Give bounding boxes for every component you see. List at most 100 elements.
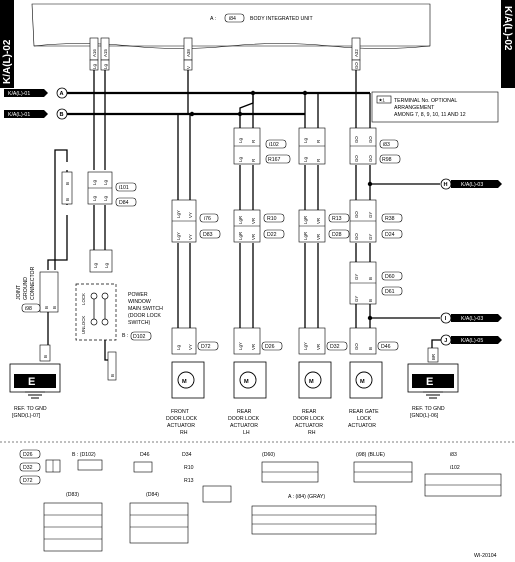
svg-text:[GND(L)-06]: [GND(L)-06] [410,413,439,419]
actuator-rear-gate: GO B D46 M REAR GATE LOCK ACTUATOR [348,327,399,429]
svg-text:GO: GO [354,211,359,218]
svg-text:V: V [186,66,191,69]
legend-d26-d32-d72: D26 D32 D72 [19,449,61,485]
svg-text:M: M [360,379,365,385]
legend-d46: D46 [133,452,153,473]
svg-text:H: H [444,182,448,188]
svg-text:LOCK: LOCK [81,293,86,305]
svg-text:LH: LH [243,430,250,436]
left-side-tab: K/A(L)-02 [0,0,14,88]
svg-text:LgY: LgY [176,210,181,218]
svg-text:K/A(L)-03: K/A(L)-03 [461,316,483,322]
svg-text:D61: D61 [385,289,395,295]
svg-text:LgY: LgY [176,232,181,240]
outgoing-j: J K/A(L)-05 [431,334,502,360]
svg-text:K/A(L)-01: K/A(L)-01 [8,112,30,118]
svg-text:GY: GY [368,234,373,240]
svg-text:Lg: Lg [93,263,98,268]
connector-i102: Lg R Lg R i102 R167 [233,127,291,165]
svg-text:D26: D26 [265,344,275,350]
svg-text:VY: VY [188,212,193,218]
svg-text:D28: D28 [332,232,342,238]
svg-text:(D83): (D83) [66,492,79,498]
svg-text:R10: R10 [267,216,277,222]
svg-text:ACTUATOR: ACTUATOR [230,423,258,429]
svg-text:GO: GO [354,155,359,162]
svg-text:DOOR LOCK: DOOR LOCK [228,416,260,422]
svg-text:GO: GO [368,136,373,143]
svg-text:(D60): (D60) [262,452,275,458]
svg-text:VR: VR [316,234,321,240]
svg-text:i102: i102 [269,142,279,148]
svg-text:R: R [316,140,321,143]
svg-text:VY: VY [188,234,193,240]
svg-text:i101: i101 [119,185,129,191]
svg-text:K/A(L)-01: K/A(L)-01 [8,91,30,97]
legend-d34: D34 R10 R13 [182,452,232,503]
svg-text:RH: RH [180,430,188,436]
svg-text:B :: B : [122,333,128,339]
svg-text:★1: ★1 [379,98,386,103]
svg-text:B: B [52,306,57,309]
svg-text:VR: VR [316,344,321,350]
bus-wires [67,90,370,117]
svg-text:D24: D24 [385,232,395,238]
svg-text:A15: A15 [103,49,108,57]
svg-text:AMONG 7, 8, 9, 10, 11 AND 12: AMONG 7, 8, 9, 10, 11 AND 12 [394,112,466,118]
svg-text:D32: D32 [23,465,33,471]
svg-text:[GND(L)-07]: [GND(L)-07] [12,413,41,419]
svg-text:D46: D46 [140,452,150,458]
svg-text:LgR: LgR [303,232,308,240]
svg-text:B: B [368,277,373,280]
svg-text:RH: RH [308,430,316,436]
svg-text:B : (D102): B : (D102) [72,452,96,458]
connector-d60: GY B GY B D60 D61 [349,261,403,305]
svg-text:i83: i83 [450,452,457,458]
svg-text:B: B [65,182,70,185]
svg-text:LOCK: LOCK [357,416,372,422]
svg-text:GO: GO [354,136,359,143]
outgoing-i: I K/A(L)-03 [440,312,502,324]
svg-text:R: R [251,159,256,162]
svg-text:D102: D102 [133,334,146,340]
svg-text:Lg: Lg [238,138,243,143]
svg-text:D72: D72 [201,344,211,350]
bcm-pin-a32: A32 GO [351,37,361,71]
svg-text:GO: GO [368,155,373,162]
svg-text:GO: GO [354,233,359,240]
actuator-rear-rh: LgY VR D32 M REAR DOOR LOCK ACTUATOR RH [293,327,348,436]
svg-text:Lg: Lg [92,196,97,201]
terminal-note: ★1 TERMINAL No. OPTIONAL ARRANGEMENT AMO… [371,91,499,123]
svg-text:REAR: REAR [302,409,317,415]
legend-i98: (i98) (BLUE) [353,452,413,483]
svg-text:GROUND: GROUND [23,277,29,300]
svg-text:Lg: Lg [103,196,108,201]
svg-text:Lg: Lg [103,64,108,69]
svg-text:ACTUATOR: ACTUATOR [295,423,323,429]
power-window-switch: Lg Lg LOCK UNLOCK POWER WINDOW MAIN SWIT… [75,249,163,381]
incoming-b: K/A(L)-01 B [4,108,68,120]
connector-i76: LgY VY LgY VY i76 D83 [171,199,221,243]
svg-text:(D84): (D84) [146,492,159,498]
svg-text:ACTUATOR: ACTUATOR [167,423,195,429]
connector-i83: Lg R Lg R GO GO GO GO i83 R98 [298,127,401,165]
left-side-label: K/A(L)-02 [2,39,13,84]
incoming-a: K/A(L)-01 A [4,87,68,99]
svg-text:B: B [60,112,64,118]
svg-text:B: B [368,299,373,302]
svg-text:A32: A32 [354,49,359,57]
svg-text:VR: VR [251,344,256,350]
svg-text:D84: D84 [119,200,129,206]
svg-text:JOINT: JOINT [16,284,22,300]
svg-text:SWITCH): SWITCH) [128,320,150,326]
svg-text:TERMINAL No. OPTIONAL: TERMINAL No. OPTIONAL [394,98,457,104]
svg-text:ARRANGEMENT: ARRANGEMENT [394,105,435,111]
svg-text:B: B [43,355,48,358]
svg-text:DOOR LOCK: DOOR LOCK [166,416,198,422]
svg-text:CONNECTOR: CONNECTOR [30,266,36,300]
svg-text:M: M [309,379,314,385]
svg-text:B: B [65,198,70,201]
svg-text:(i98) (BLUE): (i98) (BLUE) [356,452,385,458]
svg-text:B: B [44,306,49,309]
